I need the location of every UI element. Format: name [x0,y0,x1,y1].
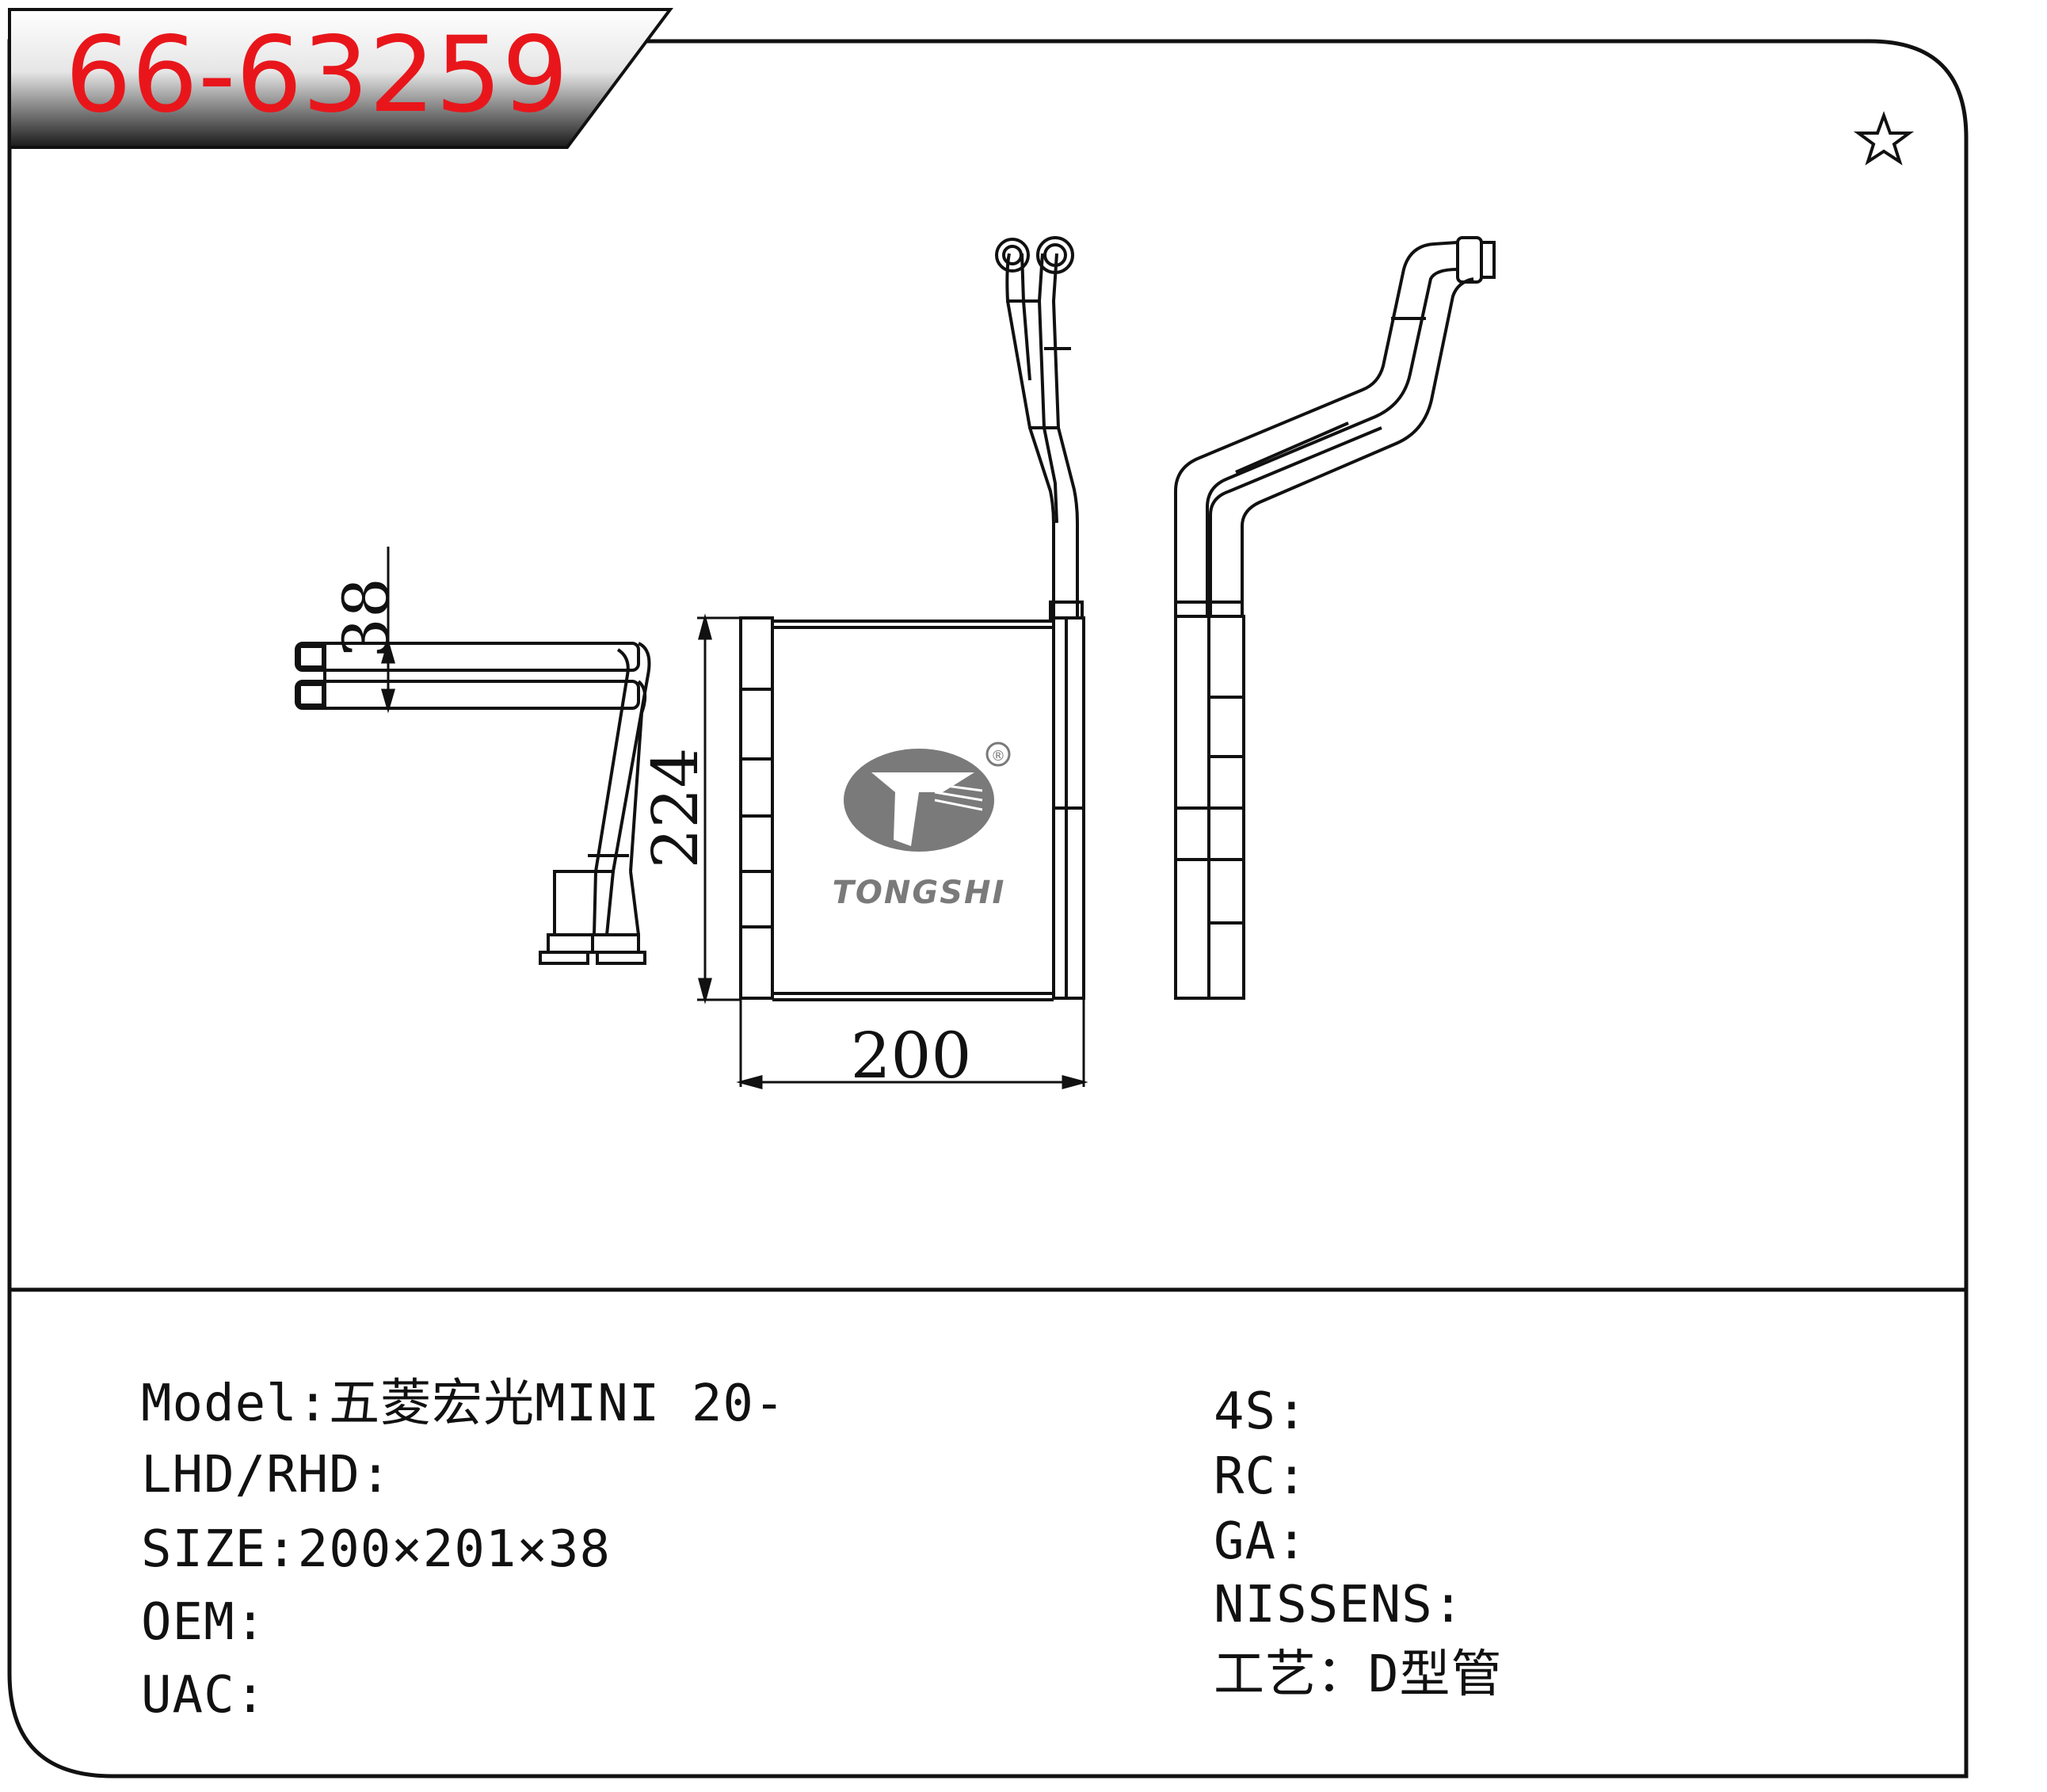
logo-registered-mark: ® [991,748,1005,764]
spec-nissens: NISSENS: [1214,1576,1465,1634]
dim-thickness-label: 38 [330,578,403,658]
spec-lhd-rhd: LHD/RHD: [141,1446,392,1504]
outer-frame [7,39,1969,1779]
spec-model: Model:五菱宏光MINI 20- [141,1375,786,1433]
spec-uac: UAC: [141,1666,267,1725]
dim-224 [697,613,741,1005]
side-view-right [1174,236,1496,1000]
spec-rc: RC: [1214,1447,1308,1506]
logo-wordmark: TONGSHI [833,875,1006,911]
spec-process: 工艺：D型管 [1214,1645,1503,1704]
star-outline-icon [1853,111,1915,166]
spec-oem: OEM: [141,1593,267,1652]
title-tab [8,8,673,149]
dim-width-label: 200 [851,1019,972,1092]
tongshi-logo [844,742,1011,852]
dim-38 [381,547,395,714]
spec-size: SIZE:200×201×38 [141,1520,611,1579]
spec-ga: GA: [1214,1512,1308,1571]
dim-height-label: 224 [638,748,712,869]
spec-4s: 4S: [1214,1382,1308,1441]
dim-200 [736,1000,1088,1089]
front-view-core [739,236,1085,1001]
part-number: 66-63259 [65,14,569,136]
side-view-left [295,642,651,965]
